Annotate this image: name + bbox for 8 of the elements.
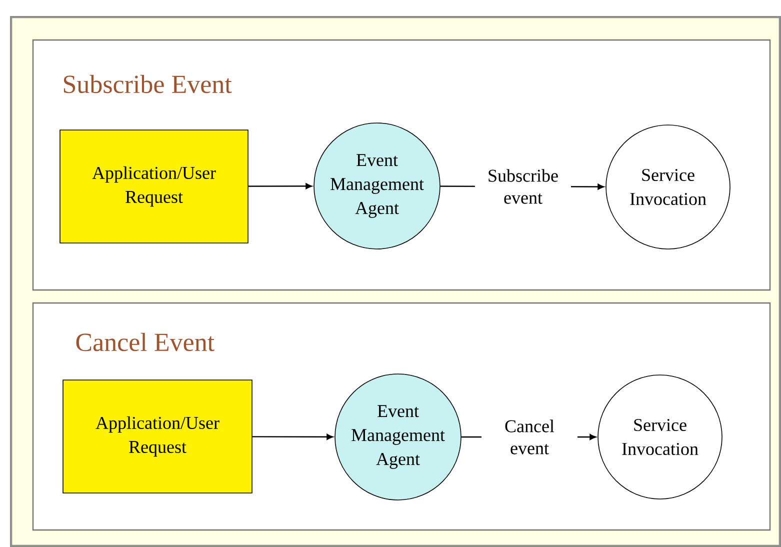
edge-label: Subscribe event <box>475 167 571 206</box>
request-box: Application/User Request <box>60 130 248 244</box>
section-title: Cancel Event <box>76 332 214 352</box>
request-box: Application/User Request <box>62 380 252 494</box>
section-title: Subscribe Event <box>64 74 232 94</box>
arrow <box>252 434 334 440</box>
edge-label: Cancel event <box>482 418 578 456</box>
arrow <box>248 183 312 190</box>
